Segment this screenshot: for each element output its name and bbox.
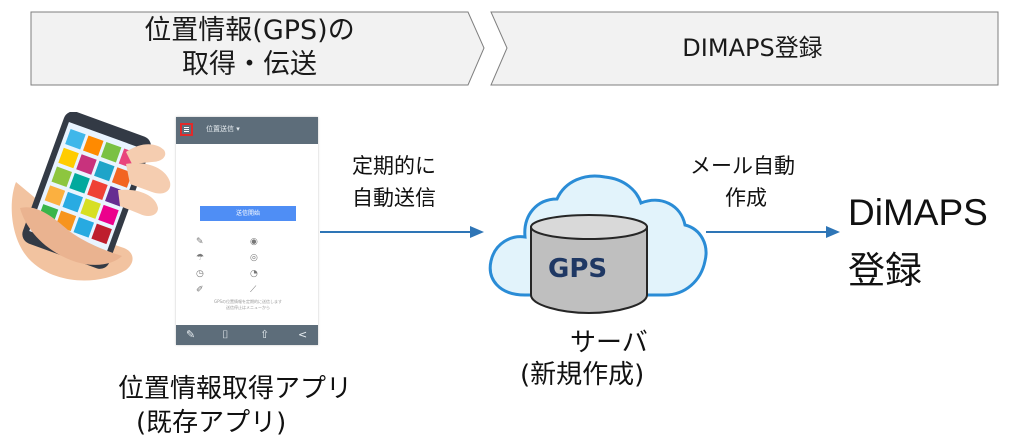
arrow1-label-line1: 定期的に — [352, 154, 436, 178]
app-topbar: 位置送信 ▾ — [176, 117, 318, 144]
slash-icon: ⟋ — [250, 285, 257, 295]
server-caption-line2: (新規作成) — [520, 360, 645, 390]
server-caption-line1: サーバ — [570, 328, 648, 358]
arrow-mail — [706, 226, 840, 238]
arrow2-label-line1: メール自動 — [690, 154, 795, 178]
cloud-server-icon — [488, 174, 708, 315]
gauge-icon: ◔ — [250, 269, 258, 279]
bracket-icon: ⌷ — [222, 328, 229, 341]
pencil-icon: ✐ — [196, 285, 204, 295]
step1-label-line2: 取得・伝送 — [182, 49, 317, 80]
hand-phone-illustration — [11, 112, 171, 281]
app-note-line1: GPSの位置情報を定期的に送信します — [213, 299, 283, 304]
ring-icon: ◎ — [250, 253, 258, 263]
dimaps-label-line2: 登録 — [848, 249, 922, 292]
database-cylinder — [530, 226, 648, 315]
pen-icon: ✎ — [196, 237, 204, 247]
umbrella-icon: ☂ — [196, 253, 205, 263]
db-label: GPS — [548, 254, 608, 284]
app-bottombar: ✎ ⌷ ⇧ < — [176, 325, 318, 345]
app-note-line2: 送信停止はメニューから — [226, 305, 270, 310]
app-start-button: 送信開始 — [200, 206, 296, 221]
upload-icon: ⇧ — [260, 328, 270, 341]
edit-icon: ✎ — [186, 328, 196, 341]
menu-icon — [180, 123, 193, 136]
step1-label-line1: 位置情報(GPS)の — [144, 15, 355, 46]
app-screenshot: 位置送信 ▾ 送信開始 ✎ ☂ ◷ ✐ ◉ ◎ ◔ ⟋ GPSの位置情報を定期的… — [176, 117, 318, 345]
process-header — [30, 11, 999, 86]
target-icon: ◉ — [250, 237, 258, 247]
arrow1-label-line2: 自動送信 — [352, 186, 436, 210]
share-icon: < — [298, 328, 308, 341]
step2-label: DIMAPS登録 — [682, 34, 823, 62]
app-caption-line1: 位置情報取得アプリ — [118, 374, 353, 404]
database-top — [530, 214, 648, 240]
step-chevron-1 — [30, 11, 485, 86]
app-note: GPSの位置情報を定期的に送信します 送信停止はメニューから — [198, 299, 298, 311]
clock-icon: ◷ — [196, 269, 204, 279]
step-chevron-2 — [490, 11, 999, 86]
app-title: 位置送信 ▾ — [206, 125, 240, 133]
arrow2-label-line2: 作成 — [725, 186, 767, 210]
app-caption-line2: (既存アプリ) — [136, 408, 287, 438]
dimaps-label-line1: DiMAPS — [848, 192, 988, 233]
arrow-auto-send — [320, 226, 484, 238]
